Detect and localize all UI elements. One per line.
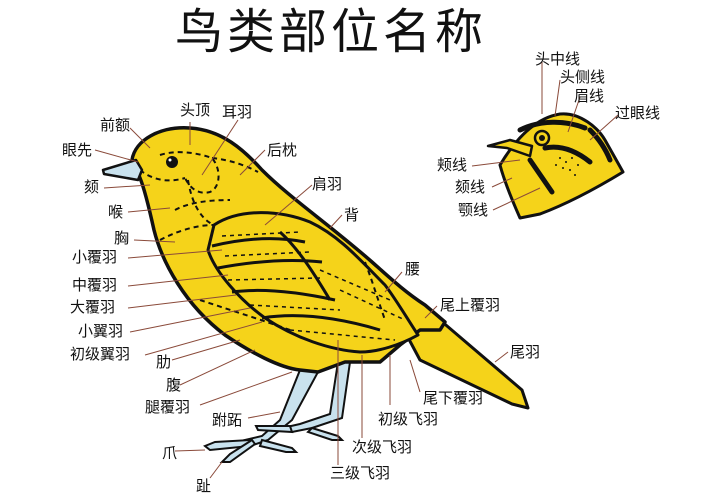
label-ci-ji-fei-yu: 次级飞羽: [352, 438, 413, 456]
label-e-xian: 颚线: [458, 201, 489, 219]
main-bird: [101, 126, 530, 463]
label-xiao-yi-yu: 小翼羽: [78, 322, 124, 340]
label-fu-zhi: 跗跖: [212, 411, 243, 429]
label-da-fu-yu: 大覆羽: [70, 298, 116, 316]
wing-dash-lines: [221, 231, 406, 341]
label-tou-ding: 头顶: [180, 101, 211, 119]
label-wei-xia-fu-yu: 尾下覆羽: [423, 389, 484, 407]
label-er-yu: 耳羽: [222, 103, 253, 121]
label-wei-yu: 尾羽: [510, 343, 541, 361]
label-chu-ji-yi-yu: 初级翼羽: [70, 345, 131, 363]
label-guo-yan-xian: 过眼线: [615, 104, 661, 122]
label-xiao-fu-yu: 小覆羽: [72, 248, 118, 266]
label-mei-xian: 眉线: [574, 87, 605, 105]
leader-lines: [94, 62, 619, 479]
label-bei: 背: [344, 206, 360, 224]
label-jia: 颏: [84, 178, 100, 196]
body-region-lines: [139, 151, 386, 331]
label-hou-zhen: 后枕: [267, 141, 298, 159]
label-wei-shang-fu-yu: 尾上覆羽: [440, 296, 501, 314]
label-tou-zhong-xian: 头中线: [535, 50, 581, 68]
label-fu: 腹: [166, 376, 182, 394]
label-qian-e: 前额: [100, 116, 131, 134]
label-chu-ji-fei-yu: 初级飞羽: [378, 410, 439, 428]
label-zhi: 趾: [196, 477, 212, 495]
label-zhong-fu-yu: 中覆羽: [72, 276, 118, 294]
label-ke-xian: 颏线: [455, 178, 486, 196]
eye: [166, 156, 178, 168]
label-lei: 肋: [156, 353, 172, 371]
label-tui-fu-yu: 腿覆羽: [145, 398, 191, 416]
label-yao: 腰: [405, 260, 421, 278]
label-tou-ce-xian: 头侧线: [560, 68, 606, 86]
label-zhua: 爪: [162, 444, 178, 462]
label-hou: 喉: [108, 203, 124, 221]
label-jian-yu: 肩羽: [312, 175, 343, 193]
label-yan-xian: 眼先: [62, 141, 93, 159]
label-xiong: 胸: [114, 229, 130, 247]
diagram-title: 鸟类部位名称: [175, 4, 488, 60]
label-san-ji-fei-yu: 三级飞羽: [330, 464, 391, 482]
wing-feather-lines: [211, 230, 381, 332]
legs: [203, 361, 352, 463]
label-jia-xian: 颊线: [437, 156, 468, 174]
beak: [101, 158, 144, 182]
